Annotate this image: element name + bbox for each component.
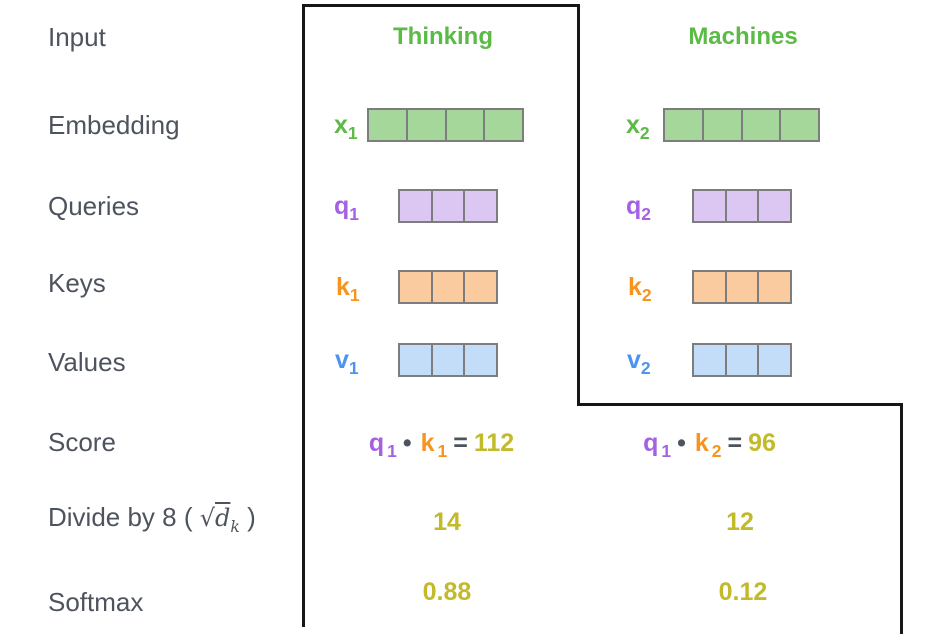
vector-cell xyxy=(405,110,445,140)
vector-cell xyxy=(724,345,758,375)
vector-cell xyxy=(463,272,497,302)
row-label-score: Score xyxy=(48,427,116,457)
token-header-thinking: Thinking xyxy=(393,23,493,50)
vector-cell xyxy=(724,272,758,302)
sqrt-sign: √ xyxy=(199,504,216,532)
divide-label-prefix: Divide by 8 ( xyxy=(48,502,200,532)
k1-label: k1 xyxy=(336,273,360,305)
vector-cell xyxy=(694,272,725,302)
x1-embedding-vector xyxy=(367,108,524,142)
divide-value-machines: 12 xyxy=(726,508,754,536)
q1-query-vector xyxy=(398,189,498,223)
vector-cell xyxy=(483,110,522,140)
score2-equals: = xyxy=(727,429,743,457)
row-label-embedding: Embedding xyxy=(48,110,180,140)
sqrt-dk-formula: √dk xyxy=(199,504,240,536)
row-label-queries: Queries xyxy=(48,191,140,221)
dot-product-icon: • xyxy=(402,429,412,457)
row-label-divide: Divide by 8 ( √dk ) xyxy=(48,503,256,541)
vector-cell xyxy=(757,191,791,221)
vector-cell xyxy=(463,191,497,221)
vector-cell xyxy=(430,345,464,375)
divide-value-thinking: 14 xyxy=(433,508,461,536)
vector-cell xyxy=(430,191,464,221)
vector-cell xyxy=(430,272,464,302)
divide-label-suffix: ) xyxy=(239,502,256,532)
radicand-subscript: k xyxy=(230,517,240,536)
vector-cell xyxy=(369,110,406,140)
vector-cell xyxy=(724,191,758,221)
row-label-keys: Keys xyxy=(48,268,106,298)
outline-top-edge xyxy=(302,4,580,7)
softmax-value-thinking: 0.88 xyxy=(422,578,472,606)
radicand: d xyxy=(215,504,231,532)
v1-label: v1 xyxy=(335,346,359,378)
score1-equals: = xyxy=(453,429,468,457)
softmax-value-machines: 0.12 xyxy=(718,578,768,606)
vector-cell xyxy=(463,345,497,375)
vector-cell xyxy=(400,191,431,221)
vector-cell xyxy=(444,110,484,140)
v1-value-vector xyxy=(398,343,498,377)
q2-label: q2 xyxy=(626,192,652,224)
score1-result: 112 xyxy=(473,429,515,457)
v2-value-vector xyxy=(692,343,792,377)
vector-cell xyxy=(757,345,791,375)
v2-label: v2 xyxy=(627,346,651,378)
vector-cell xyxy=(665,110,702,140)
x1-label: x1 xyxy=(334,111,358,143)
x2-label: x2 xyxy=(626,111,650,143)
score2-result: 96 xyxy=(748,429,776,457)
row-label-softmax: Softmax xyxy=(48,587,144,617)
outline-left-edge xyxy=(302,4,305,627)
k2-label: k2 xyxy=(628,273,652,305)
outline-right-upper-edge xyxy=(577,4,580,406)
vector-cell xyxy=(694,191,725,221)
vector-cell xyxy=(757,272,791,302)
vector-cell xyxy=(400,345,431,375)
token-header-machines: Machines xyxy=(688,23,798,50)
dot-product-icon: • xyxy=(677,429,686,457)
q2-query-vector xyxy=(692,189,792,223)
k2-key-vector xyxy=(692,270,792,304)
vector-cell xyxy=(779,110,818,140)
row-label-values: Values xyxy=(48,347,126,377)
vector-cell xyxy=(400,272,431,302)
q1-label: q1 xyxy=(334,192,360,224)
vector-cell xyxy=(740,110,780,140)
k1-key-vector xyxy=(398,270,498,304)
row-label-input: Input xyxy=(48,22,106,52)
vector-cell xyxy=(701,110,741,140)
x2-embedding-vector xyxy=(663,108,820,142)
outline-step-edge xyxy=(577,403,903,406)
vector-cell xyxy=(694,345,725,375)
outline-right-lower-edge xyxy=(900,403,903,634)
